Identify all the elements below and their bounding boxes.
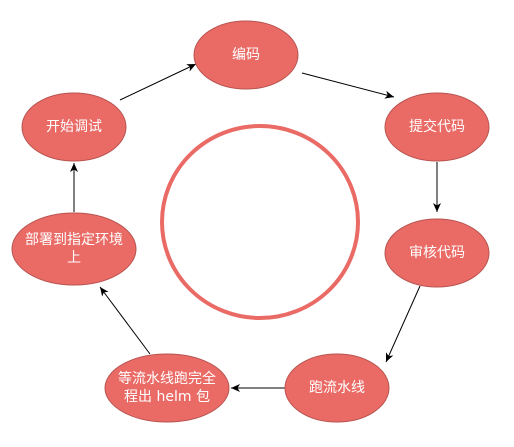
edge-coding-to-submit: [301, 72, 395, 99]
edge-wait-to-deploy: [99, 286, 151, 355]
node-deploy-shape: [11, 212, 137, 286]
node-pipeline: 跑流水线: [284, 353, 390, 423]
node-pipeline-label-0: 跑流水线: [309, 380, 365, 396]
node-debug-shape: [21, 92, 127, 162]
node-wait-shape: [104, 353, 230, 423]
center-circle: [160, 124, 360, 320]
node-deploy-label-1: 上: [67, 250, 81, 266]
node-review-label-0: 审核代码: [409, 245, 465, 261]
node-coding-shape: [193, 20, 299, 90]
node-submit: 提交代码: [384, 92, 490, 162]
edges-layer: [70, 63, 441, 392]
node-wait-label-1: 程出 helm 包: [124, 389, 210, 405]
node-debug: 开始调试: [21, 92, 127, 162]
edge-debug-to-coding: [119, 63, 197, 101]
node-review: 审核代码: [384, 218, 490, 288]
node-coding: 编码: [193, 20, 299, 90]
edge-review-to-pipeline: [385, 285, 421, 363]
node-pipeline-shape: [284, 353, 390, 423]
node-review-shape: [384, 218, 490, 288]
node-coding-label-0: 编码: [232, 47, 260, 63]
node-debug-label-0: 开始调试: [46, 119, 102, 135]
node-wait-label-0: 等流水线跑完全: [118, 370, 216, 387]
node-deploy-label-0: 部署到指定环境: [25, 232, 123, 248]
node-submit-shape: [384, 92, 490, 162]
node-submit-label-0: 提交代码: [409, 118, 465, 135]
